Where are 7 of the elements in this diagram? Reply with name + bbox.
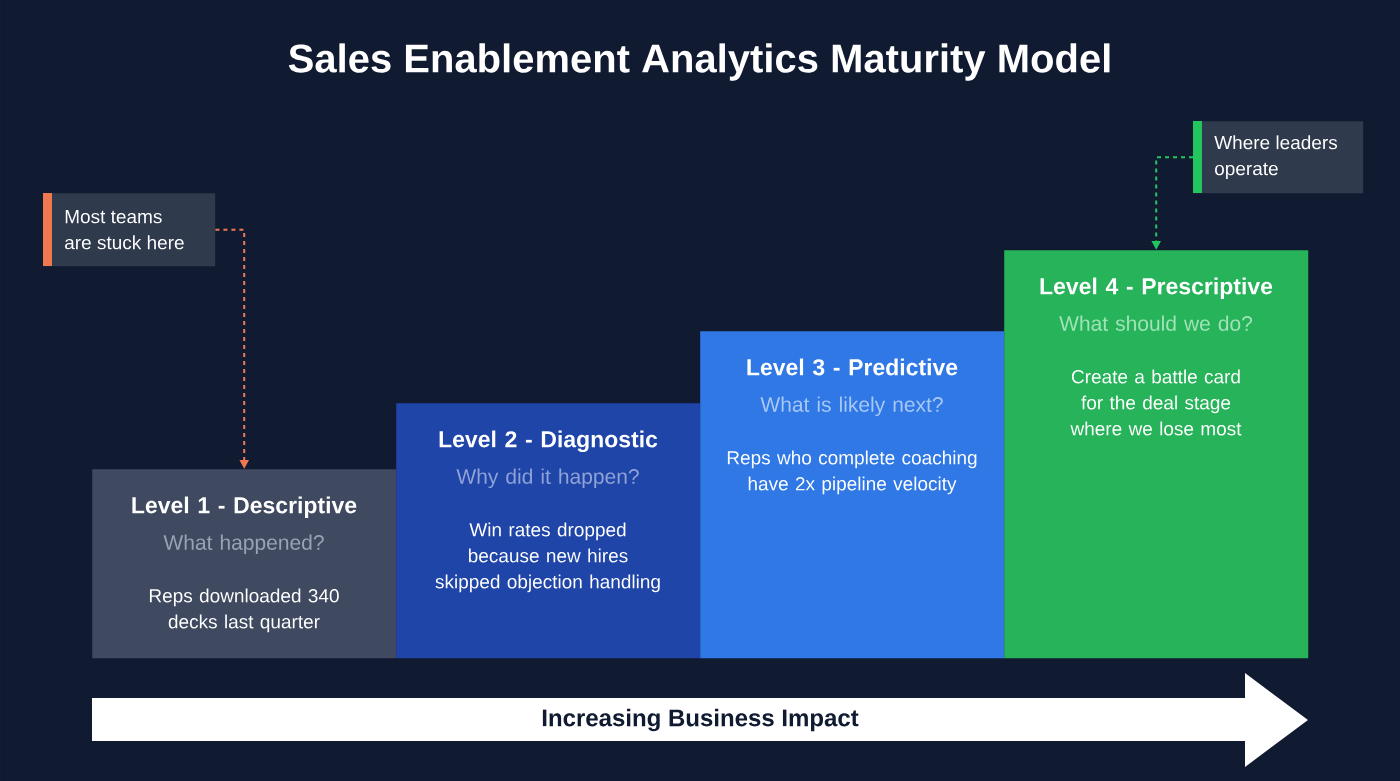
- title: Sales Enablement Analytics Maturity Model: [288, 43, 1110, 81]
- level-step: Level 1 - Descriptive What happened? Reps downloaded 340 decks last quarter: [92, 469, 397, 659]
- callout-box: Where leaders operate: [1193, 121, 1364, 194]
- level-step: Level 4 - Prescriptive What should we do? Create a battle card for the deal stage where we lose most: [1004, 250, 1309, 659]
- level-step: Level 3 - Predictive What is likely next? Reps who complete coaching have 2x pipeline velocity: [700, 331, 1005, 659]
- callout-box: Most teams are stuck here: [43, 193, 216, 267]
- level-step: Level 2 - Diagnostic Why did it happen? Win rates dropped because new hires skipped objection handling: [396, 403, 701, 659]
